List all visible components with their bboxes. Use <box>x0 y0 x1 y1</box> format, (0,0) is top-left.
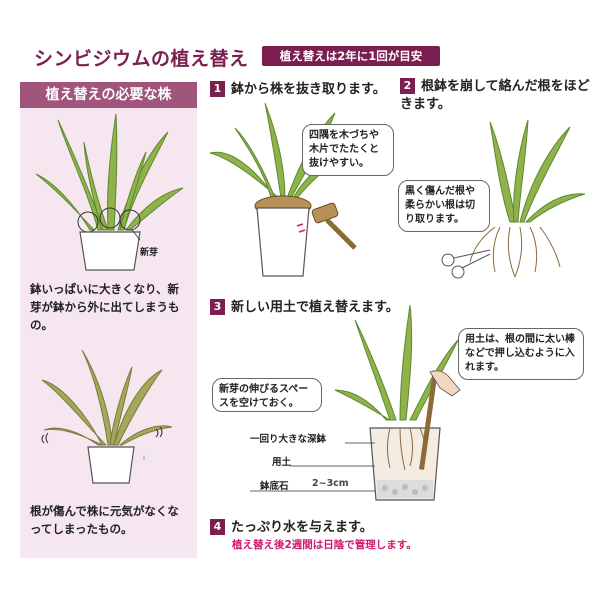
step-3-right-bubble: 用土は、根の間に太い棒などで押し込むように入れます。 <box>458 328 584 380</box>
step-4-text: たっぷり水を与えます。 <box>231 520 373 535</box>
step-2-number: 2 <box>400 78 415 94</box>
step-2-bubble: 黒く傷んだ根や柔らかい根は切り取ります。 <box>398 180 490 232</box>
label-soil: 用土 <box>272 457 292 468</box>
sidebar-heading: 植え替えの必要な株 <box>20 82 197 108</box>
step-3: 3 新しい用土で植え替えます。 <box>210 296 399 315</box>
step-2-text: 根鉢を崩して絡んだ根をほどきます。 <box>400 79 590 112</box>
label-stones-depth: 2~3cm <box>312 478 349 489</box>
step-4-note: 植え替え後2週間は日陰で管理します。 <box>232 539 417 551</box>
wilted-plant-illustration <box>41 349 173 484</box>
sidebar-text-wilted: 根が傷んで株に元気がなくなってしまったもの。 <box>30 504 179 536</box>
step-3-left-bubble: 新芽の伸びるスペースを空けておく。 <box>212 378 322 412</box>
step-3-illustration <box>334 304 461 501</box>
step-1-bubble: 四隅を木づちや木片でたたくと抜けやすい。 <box>302 124 394 176</box>
sidebar-text-overgrown: 鉢いっぱいに大きくなり、新芽が鉢から外に出てしまうもの。 <box>30 282 180 332</box>
step-1-text: 鉢から株を抜き取ります。 <box>231 82 386 97</box>
step-3-text: 新しい用土で植え替えます。 <box>231 300 399 315</box>
subtitle-badge: 植え替えは2年に1回が目安 <box>262 46 440 66</box>
step-3-number: 3 <box>210 299 225 315</box>
step-1: 1 鉢から株を抜き取ります。 <box>210 78 386 97</box>
label-stones: 鉢底石 <box>260 481 289 492</box>
label-deep-pot: 一回り大きな深鉢 <box>250 434 327 445</box>
step-4: 4 たっぷり水を与えます。 <box>210 516 373 535</box>
step-4-number: 4 <box>210 519 225 535</box>
step-3-leader-lines <box>250 442 375 492</box>
overgrown-plant-illustration <box>35 113 184 271</box>
page-title: シンビジウムの植え替え <box>34 48 249 70</box>
step-2-illustration <box>441 119 586 279</box>
new-bud-label: 新芽 <box>140 248 159 258</box>
step-1-number: 1 <box>210 81 225 97</box>
